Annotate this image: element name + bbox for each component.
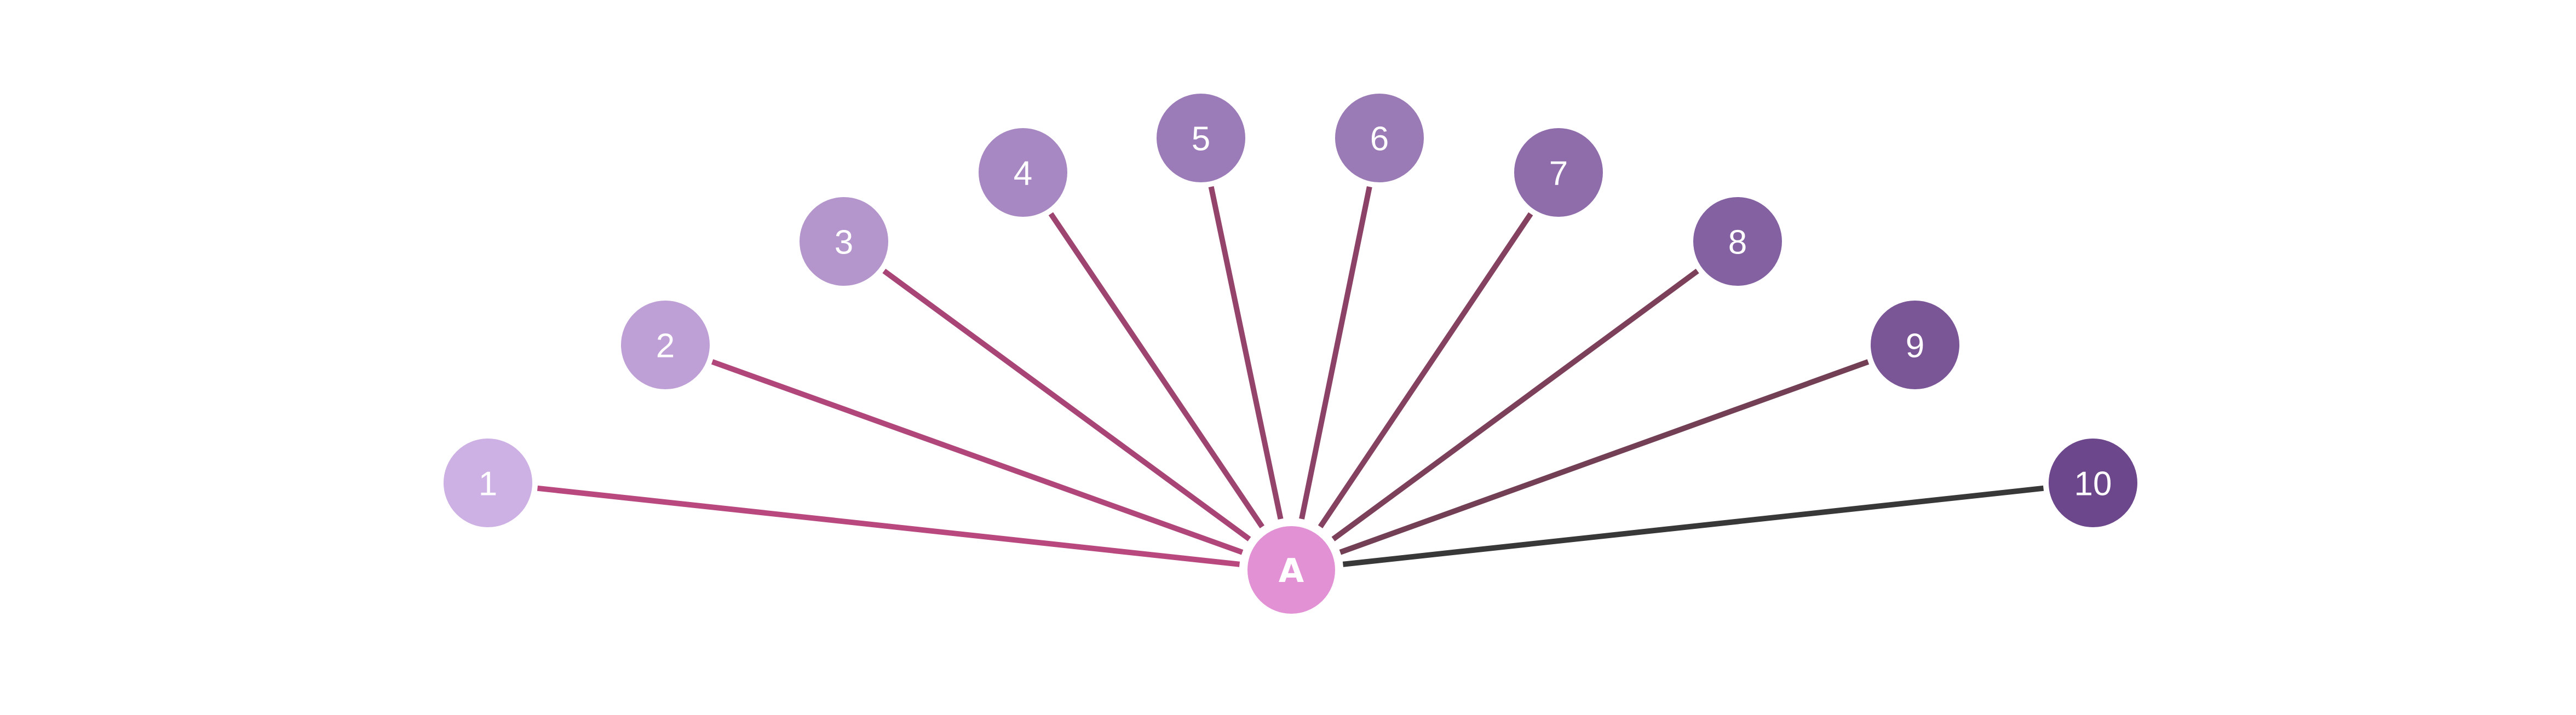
- node-circle[interactable]: [976, 126, 1070, 219]
- node-circle[interactable]: [1154, 91, 1247, 184]
- node-circle[interactable]: [1691, 195, 1784, 288]
- edge-9-to-hub: [1339, 359, 1870, 555]
- edge-10-to-hub: [1342, 485, 2044, 567]
- node-circle[interactable]: [441, 436, 534, 529]
- node-label: 6: [1370, 120, 1389, 158]
- node-6[interactable]: 6: [1333, 91, 1426, 184]
- node-4[interactable]: 4: [976, 126, 1070, 219]
- node-8[interactable]: 8: [1691, 195, 1784, 288]
- edge-2-to-hub: [711, 359, 1244, 555]
- node-label: 4: [1014, 155, 1032, 193]
- node-3[interactable]: 3: [797, 195, 890, 288]
- edge-1-to-hub: [537, 485, 1240, 567]
- node-circle[interactable]: [1868, 298, 1962, 391]
- node-10[interactable]: 10: [2046, 436, 2140, 529]
- edge-4-to-hub: [1048, 212, 1264, 529]
- edges-layer: [537, 186, 2044, 567]
- edge-3-to-hub: [882, 268, 1251, 541]
- node-label: 3: [835, 224, 853, 262]
- edge-5-to-hub: [1208, 186, 1284, 520]
- node-circle[interactable]: [1512, 126, 1605, 219]
- node-9[interactable]: 9: [1868, 298, 1962, 391]
- node-circle[interactable]: [797, 195, 890, 288]
- edge-8-to-hub: [1331, 268, 1699, 541]
- hub-node[interactable]: A: [1244, 523, 1338, 617]
- edge-6-to-hub: [1299, 186, 1372, 520]
- node-5[interactable]: 5: [1154, 91, 1247, 184]
- node-label: 9: [1906, 327, 1924, 365]
- node-circle[interactable]: [2046, 436, 2140, 529]
- node-label: 8: [1728, 224, 1747, 262]
- node-circle[interactable]: [619, 298, 712, 391]
- hub-circle[interactable]: [1244, 523, 1338, 617]
- edge-7-to-hub: [1318, 212, 1533, 528]
- nodes-layer: 1 2 3 4 5 6 7 8 9 10: [441, 91, 2140, 529]
- node-circle[interactable]: [1333, 91, 1426, 184]
- node-7[interactable]: 7: [1512, 126, 1605, 219]
- node-label: 5: [1192, 120, 1210, 158]
- hub-label: A: [1279, 552, 1304, 590]
- node-2[interactable]: 2: [619, 298, 712, 391]
- node-label: 10: [2074, 465, 2112, 503]
- node-label: 7: [1549, 155, 1568, 193]
- node-label: 2: [656, 327, 675, 365]
- node-1[interactable]: 1: [441, 436, 534, 529]
- node-label: 1: [479, 465, 497, 503]
